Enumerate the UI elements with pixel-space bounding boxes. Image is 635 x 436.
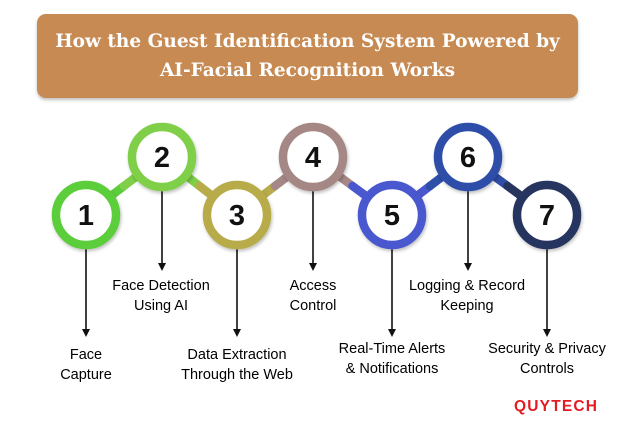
step-3-circle: [202, 180, 272, 250]
title-line-1: How the Guest Identification System Powe…: [55, 31, 560, 52]
step-2-circle: [127, 122, 197, 192]
title-line-2: AI-Facial Recognition Works: [159, 60, 456, 81]
step-2-number: 2: [154, 142, 170, 174]
step-6-circle: [433, 122, 503, 192]
step-3-ring: 3: [202, 180, 272, 250]
step-6-ring: 6: [433, 122, 503, 192]
step-5-label: Real-Time Alerts& Notifications: [338, 341, 446, 377]
step-1-number: 1: [78, 200, 94, 232]
step-1-circle: [51, 180, 121, 250]
step-4-number: 4: [305, 142, 321, 174]
title-banner: How the Guest Identification System Powe…: [37, 14, 578, 98]
step-5-ring: 5: [357, 180, 427, 250]
step-7-number: 7: [539, 200, 555, 232]
quytech-logo: QUYTECH: [514, 398, 599, 415]
step-4-ring: 4: [278, 122, 348, 192]
step-6-number: 6: [460, 142, 476, 174]
step-5-circle: [357, 180, 427, 250]
step-7-ring: 7: [512, 180, 582, 250]
step-3-number: 3: [229, 200, 245, 232]
step-2-ring: 2: [127, 122, 197, 192]
step-5-number: 5: [384, 200, 400, 232]
step-1-ring: 1: [51, 180, 121, 250]
step-7-circle: [512, 180, 582, 250]
step-4-circle: [278, 122, 348, 192]
